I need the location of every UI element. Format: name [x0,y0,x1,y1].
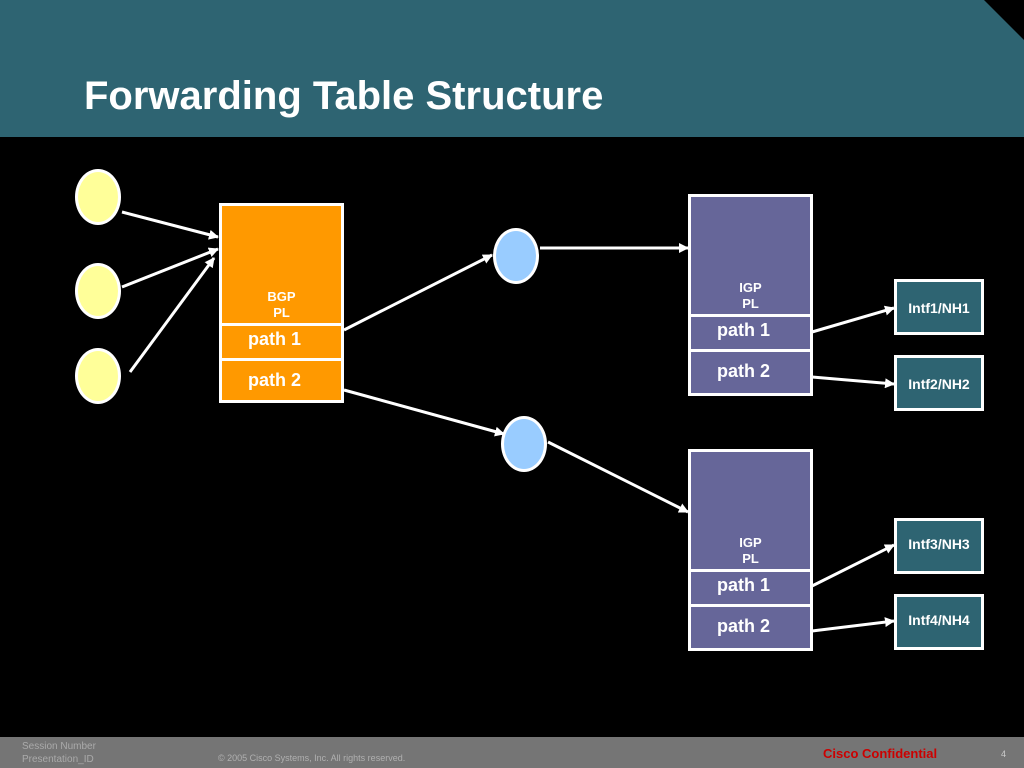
igp-bottom-path-1: path 1 [691,569,810,607]
copyright-text: © 2005 Cisco Systems, Inc. All rights re… [218,753,406,763]
nexthop-node-2 [501,416,547,472]
arrow-prefix1-to-bgp [121,210,219,240]
igp-bottom-path-2: path 2 [717,616,771,636]
igp-top-path-2: path 2 [717,361,771,381]
prefix-node-3 [75,348,121,404]
arrow-prefix2-to-bgp [121,247,219,289]
interface-box-2: Intf2/NH2 [894,355,984,411]
interface-box-3: Intf3/NH3 [894,518,984,574]
igp-top-pl-label: IGP PL [691,280,810,312]
igp-path-list-bottom: IGP PL path 1 path 2 [688,449,813,651]
bgp-path-1: path 1 [222,323,341,361]
interface-box-1: Intf1/NH1 [894,279,984,335]
nexthop-node-1 [493,228,539,284]
bgp-path-2: path 2 [248,370,302,390]
arrow-bgp-path1-to-nh1 [343,253,493,332]
connector-arrows [121,210,895,633]
session-info: Session Number Presentation_ID [22,740,96,766]
arrow-bgp-path2-to-nh2 [343,388,505,437]
interface-box-4: Intf4/NH4 [894,594,984,650]
session-number: Session Number [22,741,96,752]
bgp-pl-label-line2: PL [273,305,290,320]
prefix-node-2 [75,263,121,319]
igp-bottom-pl-label-line2: PL [742,551,759,566]
footer-bar: Session Number Presentation_ID © 2005 Ci… [0,737,1024,768]
arrow-prefix3-to-bgp [128,257,216,373]
arrow-igp-bottom-path2-to-intf4 [811,617,895,633]
title-bar: Forwarding Table Structure [0,0,1024,137]
arrow-igp-bottom-path1-to-intf3 [811,543,895,588]
title-bar-corner [984,0,1024,40]
bgp-pl-label-line1: BGP [267,289,296,304]
forwarding-diagram: BGP PL path 1 path 2 IGP PL path 1 path … [0,137,1024,737]
arrow-igp-top-path2-to-intf2 [811,375,895,389]
igp-bottom-pl-label-line1: IGP [739,535,762,550]
arrow-igp-top-path1-to-intf1 [811,305,895,334]
igp-bottom-pl-label: IGP PL [691,535,810,567]
arrow-nh2-to-igp-bottom [547,440,689,514]
slide-title: Forwarding Table Structure [84,74,604,118]
confidential-label: Cisco Confidential [823,746,938,761]
page-number: 4 [1001,749,1007,759]
prefix-node-1 [75,169,121,225]
bgp-pl-label: BGP PL [222,289,341,321]
bgp-path-list: BGP PL path 1 path 2 [219,203,344,403]
igp-path-list-top: IGP PL path 1 path 2 [688,194,813,396]
presentation-id: Presentation_ID [22,754,94,765]
igp-top-path-1: path 1 [691,314,810,352]
igp-top-pl-label-line1: IGP [739,280,762,295]
igp-top-pl-label-line2: PL [742,296,759,311]
